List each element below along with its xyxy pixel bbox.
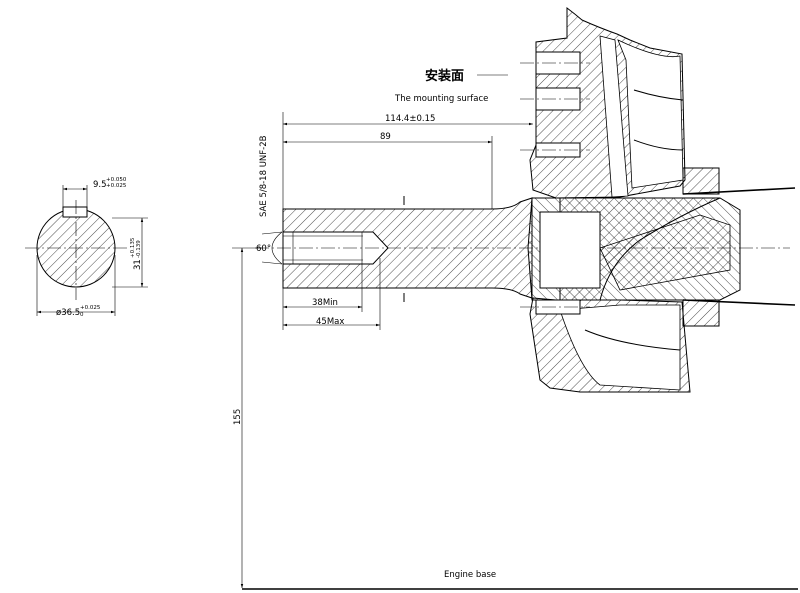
key-depth-tol-lower: -0.139 — [136, 240, 142, 258]
engine-base-label: Engine base — [444, 570, 496, 580]
keyway-slot — [62, 206, 88, 218]
shaft-length-label: 89 — [380, 132, 391, 142]
key-depth-label: 31 — [133, 259, 143, 270]
key-width-label: 9.5 — [93, 180, 107, 190]
key-width-tol-lower: +0.025 — [106, 183, 127, 189]
diameter-tol-upper: +0.025 — [80, 305, 101, 311]
angle-label: 60° — [256, 244, 271, 254]
engine-cover-section — [520, 6, 796, 393]
thread-max-label: 45Max — [316, 317, 344, 327]
diameter-label: ø36.5 — [56, 308, 80, 318]
diameter-tol-lower: 0 — [80, 312, 84, 318]
total-length-label: 114.4±0.15 — [385, 114, 435, 124]
shaft-side-view — [255, 196, 790, 302]
height-label: 155 — [233, 409, 243, 425]
shaft-cross-section — [25, 185, 148, 316]
key-width-tol-upper: +0.050 — [106, 177, 127, 183]
mounting-surface-en-label: The mounting surface — [394, 94, 488, 104]
thread-min-label: 38Min — [312, 298, 338, 308]
key-depth-tol-upper: +0.135 — [130, 237, 136, 258]
dimensions — [232, 74, 798, 590]
mounting-surface-cn-label: 安装面 — [425, 68, 464, 84]
thread-spec-label: SAE 5/8-18 UNF-2B — [259, 135, 269, 217]
